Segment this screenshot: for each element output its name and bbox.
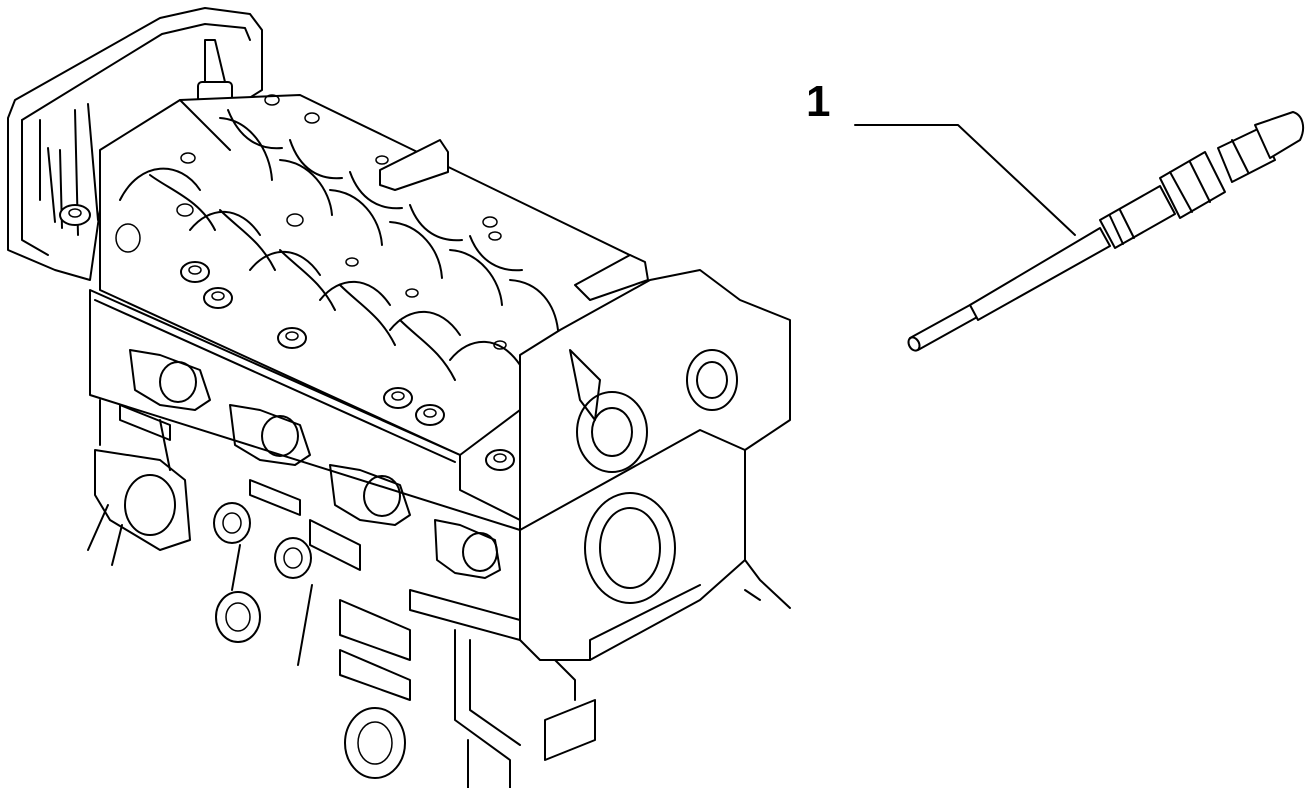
engine-cylinder-head	[7, 7, 791, 788]
glow-plug	[907, 111, 1305, 352]
head-bolts	[59, 94, 779, 471]
intake-ports	[129, 349, 501, 579]
callout-1-leader	[854, 124, 1076, 236]
callout-1-label: 1	[806, 77, 831, 126]
